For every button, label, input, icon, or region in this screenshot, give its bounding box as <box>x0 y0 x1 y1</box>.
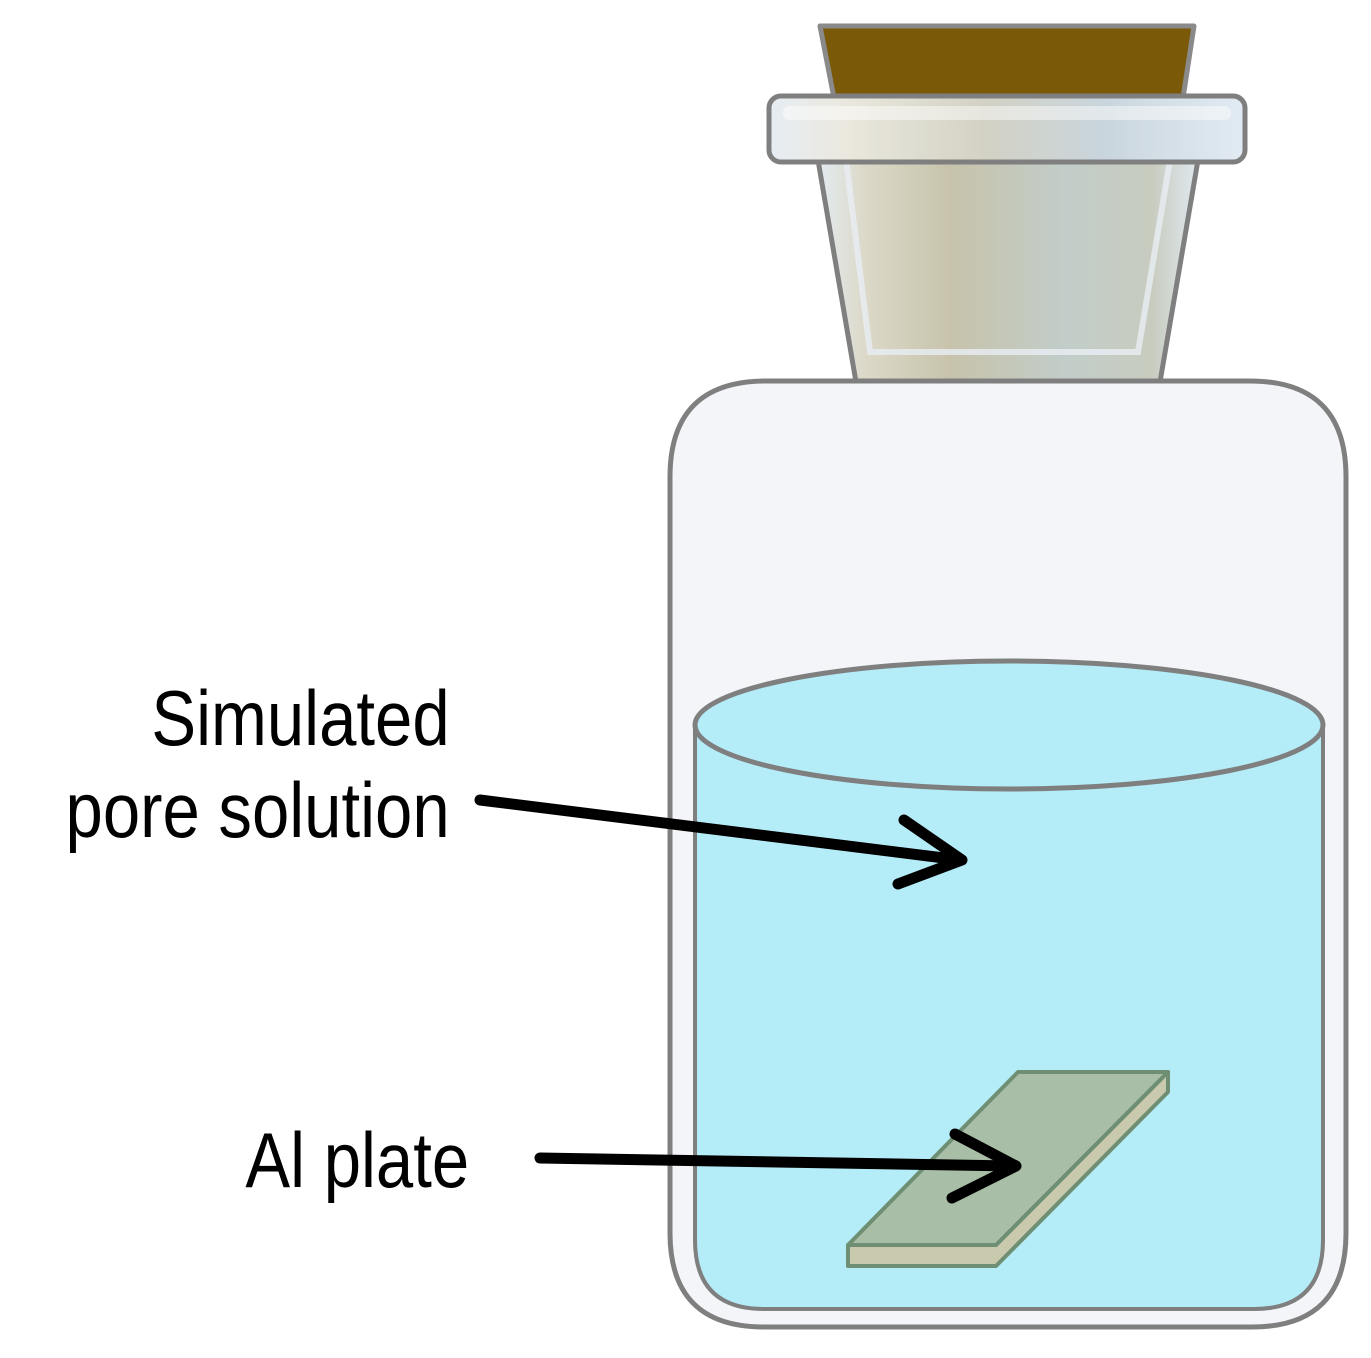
solution-arrow-shaft <box>474 794 966 866</box>
solution-arrowhead <box>892 814 968 890</box>
solution-outline <box>693 725 1325 1311</box>
stopper-rim-highlight <box>783 106 1231 120</box>
simulated-pore-solution-label: Simulated pore solution <box>66 672 450 856</box>
solution-label-line1: Simulated <box>151 674 451 762</box>
cork-top <box>817 23 1197 101</box>
solution-label-line2: pore solution <box>65 766 450 854</box>
plate-arrow-shaft <box>534 1152 1018 1172</box>
al-plate-label: Al plate <box>245 1116 469 1204</box>
plate-arrowhead <box>946 1128 1022 1204</box>
solution-surface <box>692 658 1326 792</box>
stopper-rim <box>766 93 1248 165</box>
